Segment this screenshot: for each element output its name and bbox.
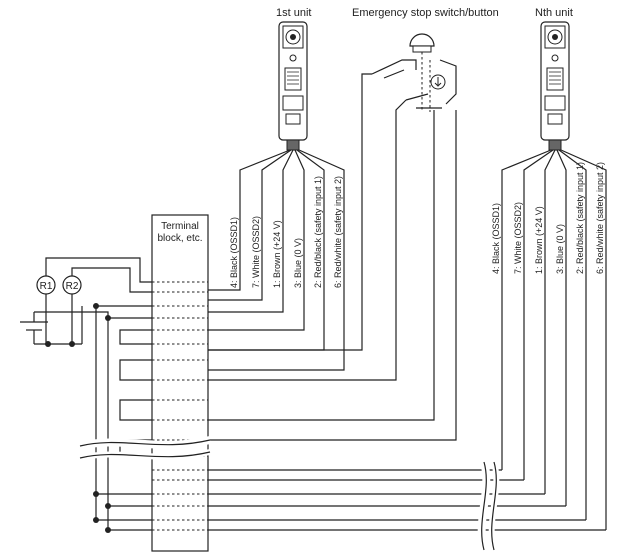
first-unit-wire-label: 3: Blue (0 V) — [293, 238, 303, 288]
junction-dot — [105, 315, 111, 321]
first-unit-wire-label: 7: White (OSSD2) — [251, 216, 261, 288]
nth-unit-wire-label: 4: Black (OSSD1) — [491, 203, 501, 274]
nth-unit-wire-label: 7: White (OSSD2) — [513, 202, 523, 274]
estop-loop-wires — [208, 73, 457, 441]
nth-unit-sensor — [540, 21, 570, 151]
supply-wiring — [34, 257, 152, 530]
terminal-return-wires — [96, 329, 152, 531]
nth-unit-label: Nth unit — [535, 7, 573, 19]
first-unit-wire-label: 4: Black (OSSD1) — [229, 217, 239, 288]
junction-dot — [69, 341, 75, 347]
first-unit-sensor — [278, 21, 308, 151]
relay-r2: R2 — [62, 275, 82, 295]
nth-unit-wire-label: 3: Blue (0 V) — [555, 224, 565, 274]
terminal-block: Terminal block, etc. — [151, 214, 209, 552]
nth-unit-wire-label: 2: Red/black (safety input 1) — [575, 162, 585, 274]
relay-r1-label: R1 — [40, 281, 53, 292]
nth-unit-wire-label: 1: Brown (+24 V) — [534, 206, 544, 274]
nth-unit-wire-label: 6: Red/white (safety input 2) — [595, 162, 605, 274]
first-unit-wire-label: 1: Brown (+24 V) — [272, 220, 282, 288]
estop-label: Emergency stop switch/button — [352, 7, 499, 19]
break-mark-left — [79, 436, 211, 461]
first-unit-wire-label: 2: Red/black (safety input 1) — [313, 176, 323, 288]
terminal-label-line2: block, etc. — [157, 233, 202, 244]
first-unit-label: 1st unit — [276, 7, 311, 19]
junction-dot — [93, 303, 99, 309]
nth-unit-wires — [208, 149, 607, 531]
emergency-stop-switch — [371, 33, 457, 112]
junction-dot — [45, 341, 51, 347]
break-mark-right — [477, 460, 500, 552]
relay-r2-label: R2 — [66, 281, 79, 292]
relay-r1: R1 — [36, 275, 56, 295]
terminal-label-line1: Terminal — [161, 221, 199, 232]
power-supply — [20, 312, 48, 344]
first-unit-wire-label: 6: Red/white (safety input 2) — [333, 176, 343, 288]
